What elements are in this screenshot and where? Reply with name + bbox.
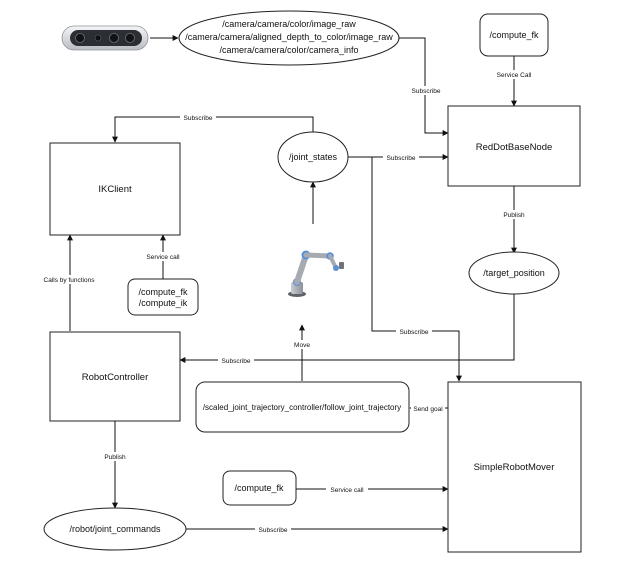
camera-topics-node: /camera/camera/color/image_raw /camera/c…	[178, 10, 400, 66]
ik-service-compute-fk: /compute_fk	[138, 287, 188, 297]
compute-fk-top-label: /compute_fk	[489, 30, 539, 40]
edge-label-joint-states-reddot-subscribe: Subscribe	[387, 155, 416, 162]
ik-client-node: IKClient	[49, 142, 181, 236]
edge-joint-states-to-mover	[371, 157, 462, 382]
edge-label-joint-commands-subscribe: Subscribe	[259, 527, 288, 534]
edge-label-move: Move	[294, 342, 310, 349]
compute-fk-bottom-label: /compute_fk	[234, 483, 284, 493]
camera-topic-camera-info: /camera/camera/color/camera_info	[219, 45, 358, 55]
target-position-node: /target_position	[468, 251, 560, 295]
simple-robot-mover-node: SimpleRobotMover	[447, 381, 582, 553]
joint-states-node: /joint_states	[277, 131, 349, 183]
edge-label-fk-service-call: Service Call	[497, 72, 532, 79]
edge-label-fk-bottom-service-call: Service call	[330, 487, 364, 494]
edge-label-joint-states-mover-subscribe: Subscribe	[400, 329, 429, 336]
edge-label-controller-publish: Publish	[104, 454, 126, 461]
edge-camera-topics-to-reddot	[399, 37, 449, 136]
edge-label-reddot-publish: Publish	[503, 212, 525, 219]
ik-services-node: /compute_fk /compute_ik	[127, 278, 199, 316]
edge-label-ik-service-call: Service call	[146, 254, 180, 261]
edge-label-camera-subscribe: Subscribe	[412, 88, 441, 95]
follow-joint-trajectory-label: /scaled_joint_trajectory_controller/foll…	[203, 403, 401, 412]
camera-topic-aligned-depth: /camera/camera/aligned_depth_to_color/im…	[185, 32, 393, 42]
robot-controller-label: RobotController	[82, 372, 149, 383]
red-dot-base-node: RedDotBaseNode	[447, 105, 581, 187]
ik-service-compute-ik: /compute_ik	[139, 298, 188, 308]
simple-robot-mover-label: SimpleRobotMover	[474, 462, 555, 473]
compute-fk-bottom-node: /compute_fk	[222, 470, 297, 506]
edge-target-to-controller	[179, 294, 515, 363]
edge-label-calls-by-functions: Calls by functions	[44, 277, 96, 284]
compute-fk-top-node: /compute_fk	[479, 13, 549, 57]
depth-camera-icon	[61, 25, 149, 51]
nodes: /camera/camera/color/image_raw /camera/c…	[43, 10, 582, 553]
follow-joint-trajectory-node: /scaled_joint_trajectory_controller/foll…	[195, 381, 410, 433]
joint-states-label: /joint_states	[289, 152, 338, 162]
edge-label-send-goal: Send goal	[413, 406, 443, 413]
camera-topic-color-image: /camera/camera/color/image_raw	[222, 19, 356, 29]
target-position-label: /target_position	[483, 268, 545, 278]
ik-client-label: IKClient	[98, 184, 132, 195]
edge-label-joint-states-ik-subscribe: Subscribe	[184, 115, 213, 122]
robot-controller-node: RobotController	[49, 331, 181, 422]
robot-arm-icon	[288, 250, 344, 297]
edge-label-target-controller-subscribe: Subscribe	[222, 358, 251, 365]
red-dot-base-node-label: RedDotBaseNode	[476, 142, 553, 153]
robot-joint-commands-node: /robot/joint_commands	[43, 507, 187, 551]
edge-labels: Subscribe Service Call Subscribe Subscri…	[38, 70, 534, 534]
robot-joint-commands-label: /robot/joint_commands	[69, 524, 161, 534]
